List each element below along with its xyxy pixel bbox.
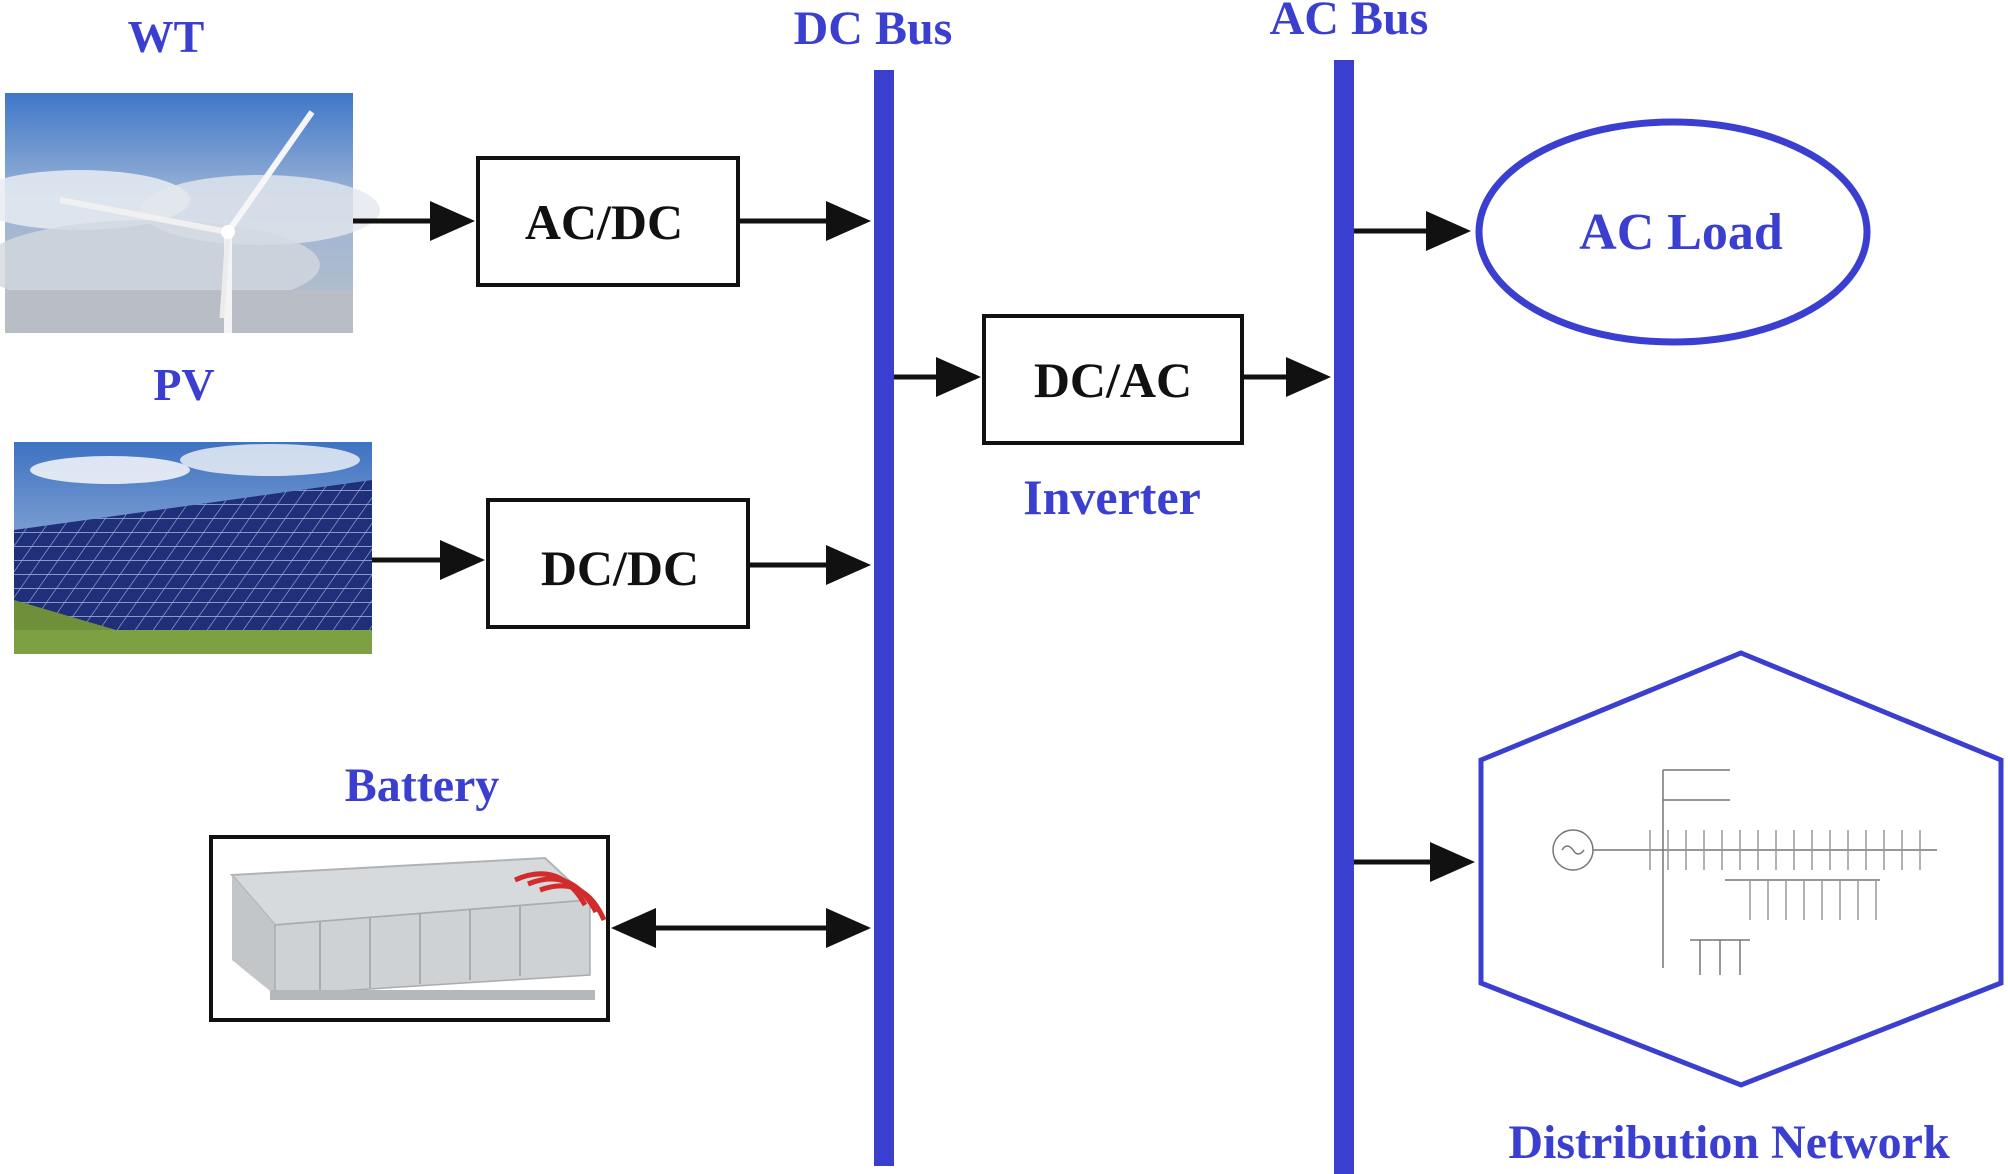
ac-dc-converter-box [476, 156, 740, 287]
wt-label: WT [128, 11, 205, 62]
distribution-network-label: Distribution Network [1508, 1116, 1950, 1169]
ac-dc-label: AC/DC [525, 194, 683, 250]
inverter-label: Inverter [1023, 469, 1201, 525]
pv-label: PV [153, 359, 214, 410]
solar-panel-image [14, 442, 372, 654]
ac-bus-line [1334, 60, 1354, 1174]
distribution-network-hexagon [1478, 650, 2004, 1088]
dc-bus-line [874, 70, 894, 1166]
ac-bus-label: AC Bus [1270, 0, 1429, 45]
connection-arrows [353, 201, 1475, 948]
dc-ac-label: DC/AC [1034, 352, 1192, 408]
dc-dc-label: DC/DC [541, 540, 699, 596]
ac-load-label: AC Load [1579, 204, 1783, 261]
battery-image-box [209, 835, 610, 1022]
dc-bus-label: DC Bus [794, 2, 953, 55]
battery-bank-graphic [229, 856, 607, 1000]
dc-ac-inverter-box [982, 314, 1244, 445]
wind-turbine-image [0, 93, 380, 333]
network-single-line-diagram [1552, 769, 1937, 975]
battery-label: Battery [345, 759, 500, 812]
ac-load-ellipse [1475, 118, 1871, 346]
